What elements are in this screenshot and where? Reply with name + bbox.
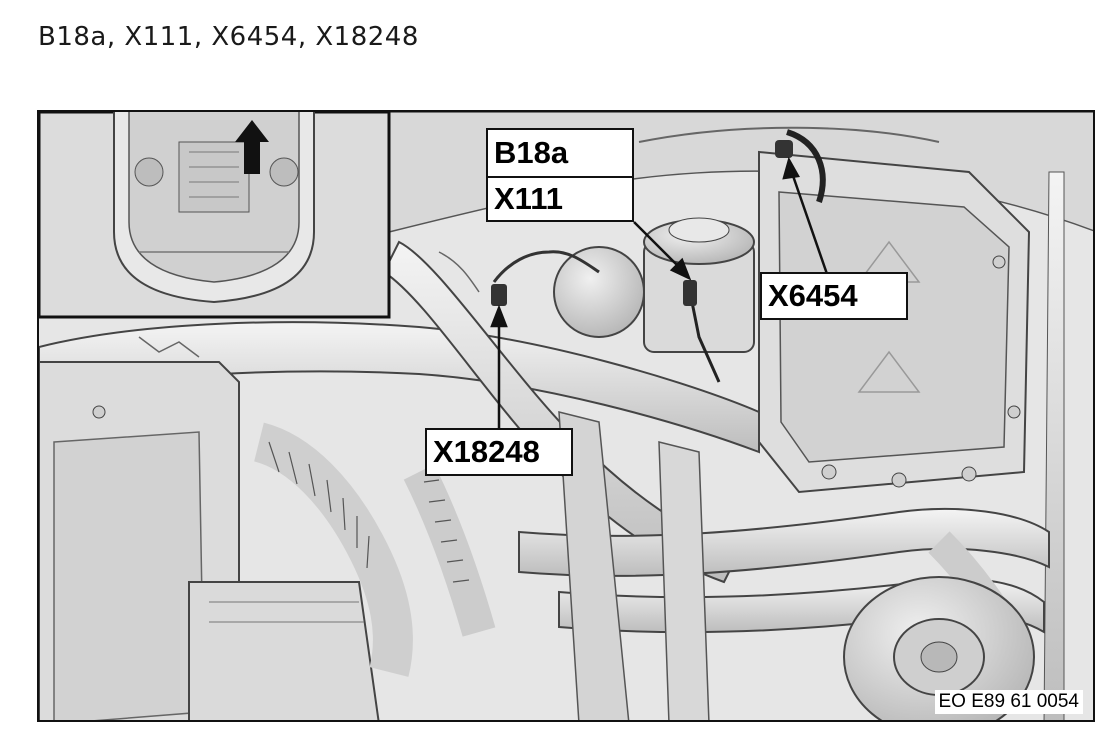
engine-bay-illustration: B18a X111 X6454 X18248 EO E89 61 0054	[37, 110, 1095, 722]
connector-x18248	[491, 284, 507, 306]
strut-tower	[843, 576, 1035, 720]
location-arrow-icon	[235, 120, 269, 174]
connector-x6454	[775, 140, 793, 158]
label-b18a: B18a	[486, 128, 634, 178]
label-x111: X111	[486, 176, 634, 222]
leader-lines	[490, 156, 829, 430]
figure-reference-code: EO E89 61 0054	[934, 690, 1083, 714]
connector-x111	[683, 280, 697, 306]
label-x18248: X18248	[425, 428, 573, 476]
label-x6454: X6454	[760, 272, 908, 320]
page-title: B18a, X111, X6454, X18248	[38, 22, 419, 52]
engine-cover	[39, 361, 380, 720]
vehicle-location-inset	[39, 112, 391, 319]
control-unit-housing	[758, 150, 1031, 494]
